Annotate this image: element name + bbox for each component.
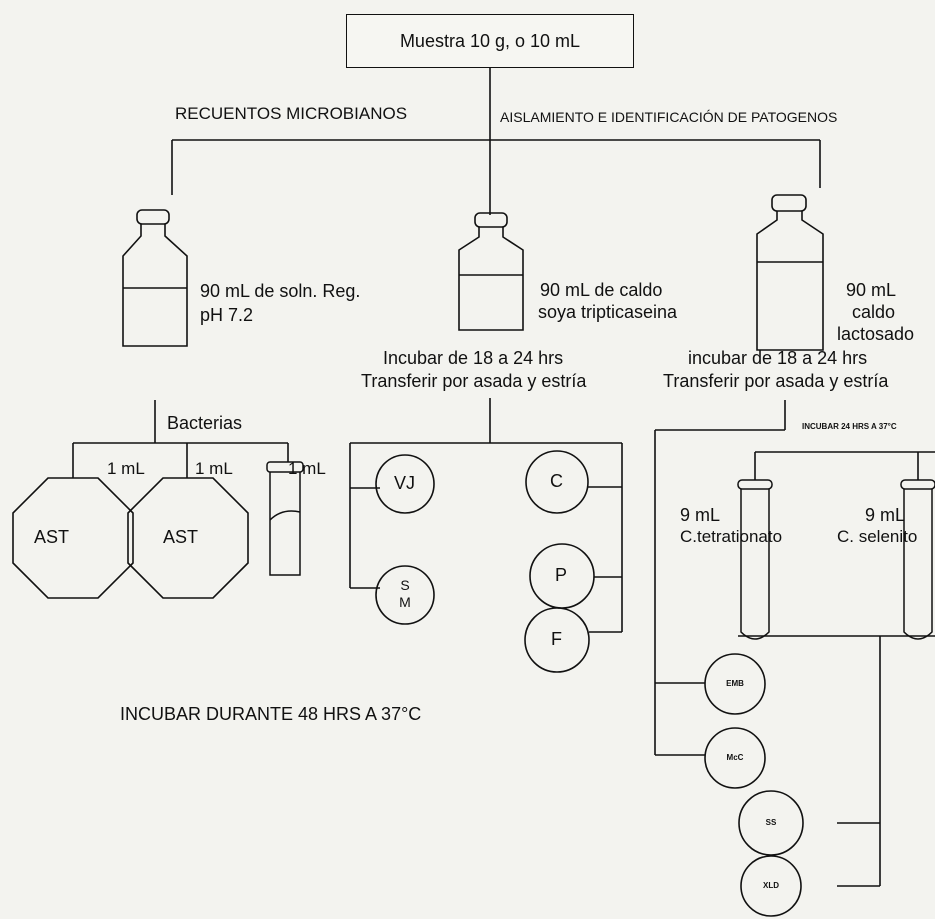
plate-xld-label: XLD bbox=[751, 882, 791, 890]
bottle-regulador-line-1: 90 mL de soln. Reg. bbox=[200, 282, 360, 301]
plate-sm-label: S M bbox=[398, 577, 412, 611]
plate-ast-label-1: AST bbox=[34, 528, 69, 547]
incubation-middle-line-1: Incubar de 18 a 24 hrs bbox=[383, 349, 563, 368]
bottle-regulador-line-2: pH 7.2 bbox=[200, 306, 253, 325]
root-sample-box: Muestra 10 g, o 10 mL bbox=[346, 14, 634, 68]
bottle-lactosado-line-2: caldo bbox=[852, 303, 895, 322]
branch-counts-label: RECUENTOS MICROBIANOS bbox=[175, 105, 407, 123]
incubation-enrichment-label: INCUBAR 24 HRS A 37°C bbox=[802, 423, 897, 431]
tube-selenito-label-clip: 9 mL C. selenito bbox=[830, 500, 935, 560]
aliquot-label-1: 1 mL bbox=[107, 460, 145, 478]
plate-ast-label-2: AST bbox=[163, 528, 198, 547]
aliquot-label-3: 1 mL bbox=[288, 460, 326, 478]
plate-emb-label: EMB bbox=[715, 680, 755, 688]
tube-selenito-medium: C. selenito bbox=[837, 528, 917, 546]
ast-plate-1-icon bbox=[13, 478, 133, 598]
plate-f-label: F bbox=[551, 630, 562, 649]
plate-ss-label: SS bbox=[751, 819, 791, 827]
plate-c-label: C bbox=[550, 472, 563, 491]
incubation-final-label: INCUBAR DURANTE 48 HRS A 37°C bbox=[120, 705, 421, 724]
bottle-lactosado-icon bbox=[757, 195, 823, 350]
incubation-right-line-1: incubar de 18 a 24 hrs bbox=[688, 349, 867, 368]
aliquot-label-2: 1 mL bbox=[195, 460, 233, 478]
incubation-middle-line-2: Transferir por asada y estría bbox=[361, 372, 586, 391]
tube-tetrationato-icon bbox=[738, 480, 772, 639]
incubation-right-line-2: Transferir por asada y estría bbox=[663, 372, 888, 391]
plate-vj-label: VJ bbox=[394, 474, 415, 493]
test-tube-small-icon bbox=[267, 462, 303, 575]
bottle-lactosado-line-3: lactosado bbox=[837, 325, 914, 344]
tube-tetrationato-medium: C.tetrationato bbox=[680, 528, 782, 546]
tube-tetrationato-volume: 9 mL bbox=[680, 506, 720, 525]
bottle-tripticaseina-icon bbox=[459, 213, 523, 330]
bottle-lactosado-line-1: 90 mL bbox=[846, 281, 896, 300]
bottle-tripticaseina-line-2: soya tripticaseina bbox=[538, 303, 677, 322]
branch-pathogens-label: AISLAMIENTO E IDENTIFICACIÓN DE PATOGENO… bbox=[500, 110, 837, 125]
plate-p-label: P bbox=[555, 566, 567, 585]
plate-mcc-label: McC bbox=[715, 754, 755, 762]
tube-selenito-volume: 9 mL bbox=[865, 506, 905, 525]
bottle-tripticaseina-line-1: 90 mL de caldo bbox=[540, 281, 662, 300]
bottle-regulador-icon bbox=[123, 210, 187, 346]
root-sample-label: Muestra 10 g, o 10 mL bbox=[400, 31, 580, 52]
counts-title: Bacterias bbox=[167, 414, 242, 433]
